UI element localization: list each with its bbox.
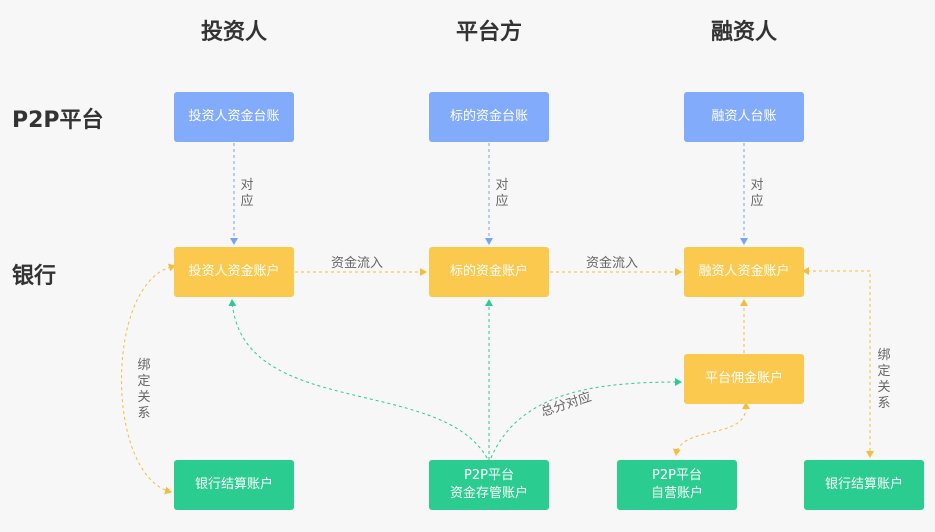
arrow-bind-right [802,267,874,458]
label-correspond-target: 对应 [495,178,509,209]
column-header-platform: 平台方 [455,20,522,45]
label-bind-left: 绑定关系 [137,358,151,421]
node-investor-ledger: 投资人资金台账 [174,92,294,142]
arrow-custody-investor [228,299,488,459]
label-correspond-borrower: 对应 [750,178,764,209]
node-target-ledger: 标的资金台账 [429,92,549,142]
row-header-bank: 银行 [12,264,57,289]
node-self-line2: 自营账户 [650,486,703,501]
node-borrower-account: 融资人资金账户 [684,247,804,297]
node-investor-settlement: 银行结算账户 [174,460,294,510]
node-borrower-settlement: 银行结算账户 [804,460,924,510]
node-self-account: P2P平台 自营账户 [617,460,737,510]
label-bind-right: 绑定关系 [877,348,891,411]
label-correspond-investor: 对应 [240,178,254,209]
column-header-borrower: 融资人 [710,20,777,45]
arrow-custody-commission [490,378,682,459]
node-custody-line1: P2P平台 [464,468,514,483]
row-header-p2p: P2P平台 [12,108,104,133]
node-commission-account: 平台佣金账户 [684,354,804,404]
node-target-account: 标的资金账户 [429,247,549,297]
label-flow-1: 资金流入 [331,256,384,271]
node-investor-account: 投资人资金账户 [174,247,294,297]
label-flow-2: 资金流入 [586,256,639,271]
node-custody-account: P2P平台 资金存管账户 [429,460,549,510]
node-self-line1: P2P平台 [652,468,702,483]
node-borrower-ledger: 融资人台账 [684,92,804,142]
column-header-investor: 投资人 [200,20,267,45]
node-custody-line2: 资金存管账户 [449,486,528,501]
arrow-commission-self [672,402,750,456]
